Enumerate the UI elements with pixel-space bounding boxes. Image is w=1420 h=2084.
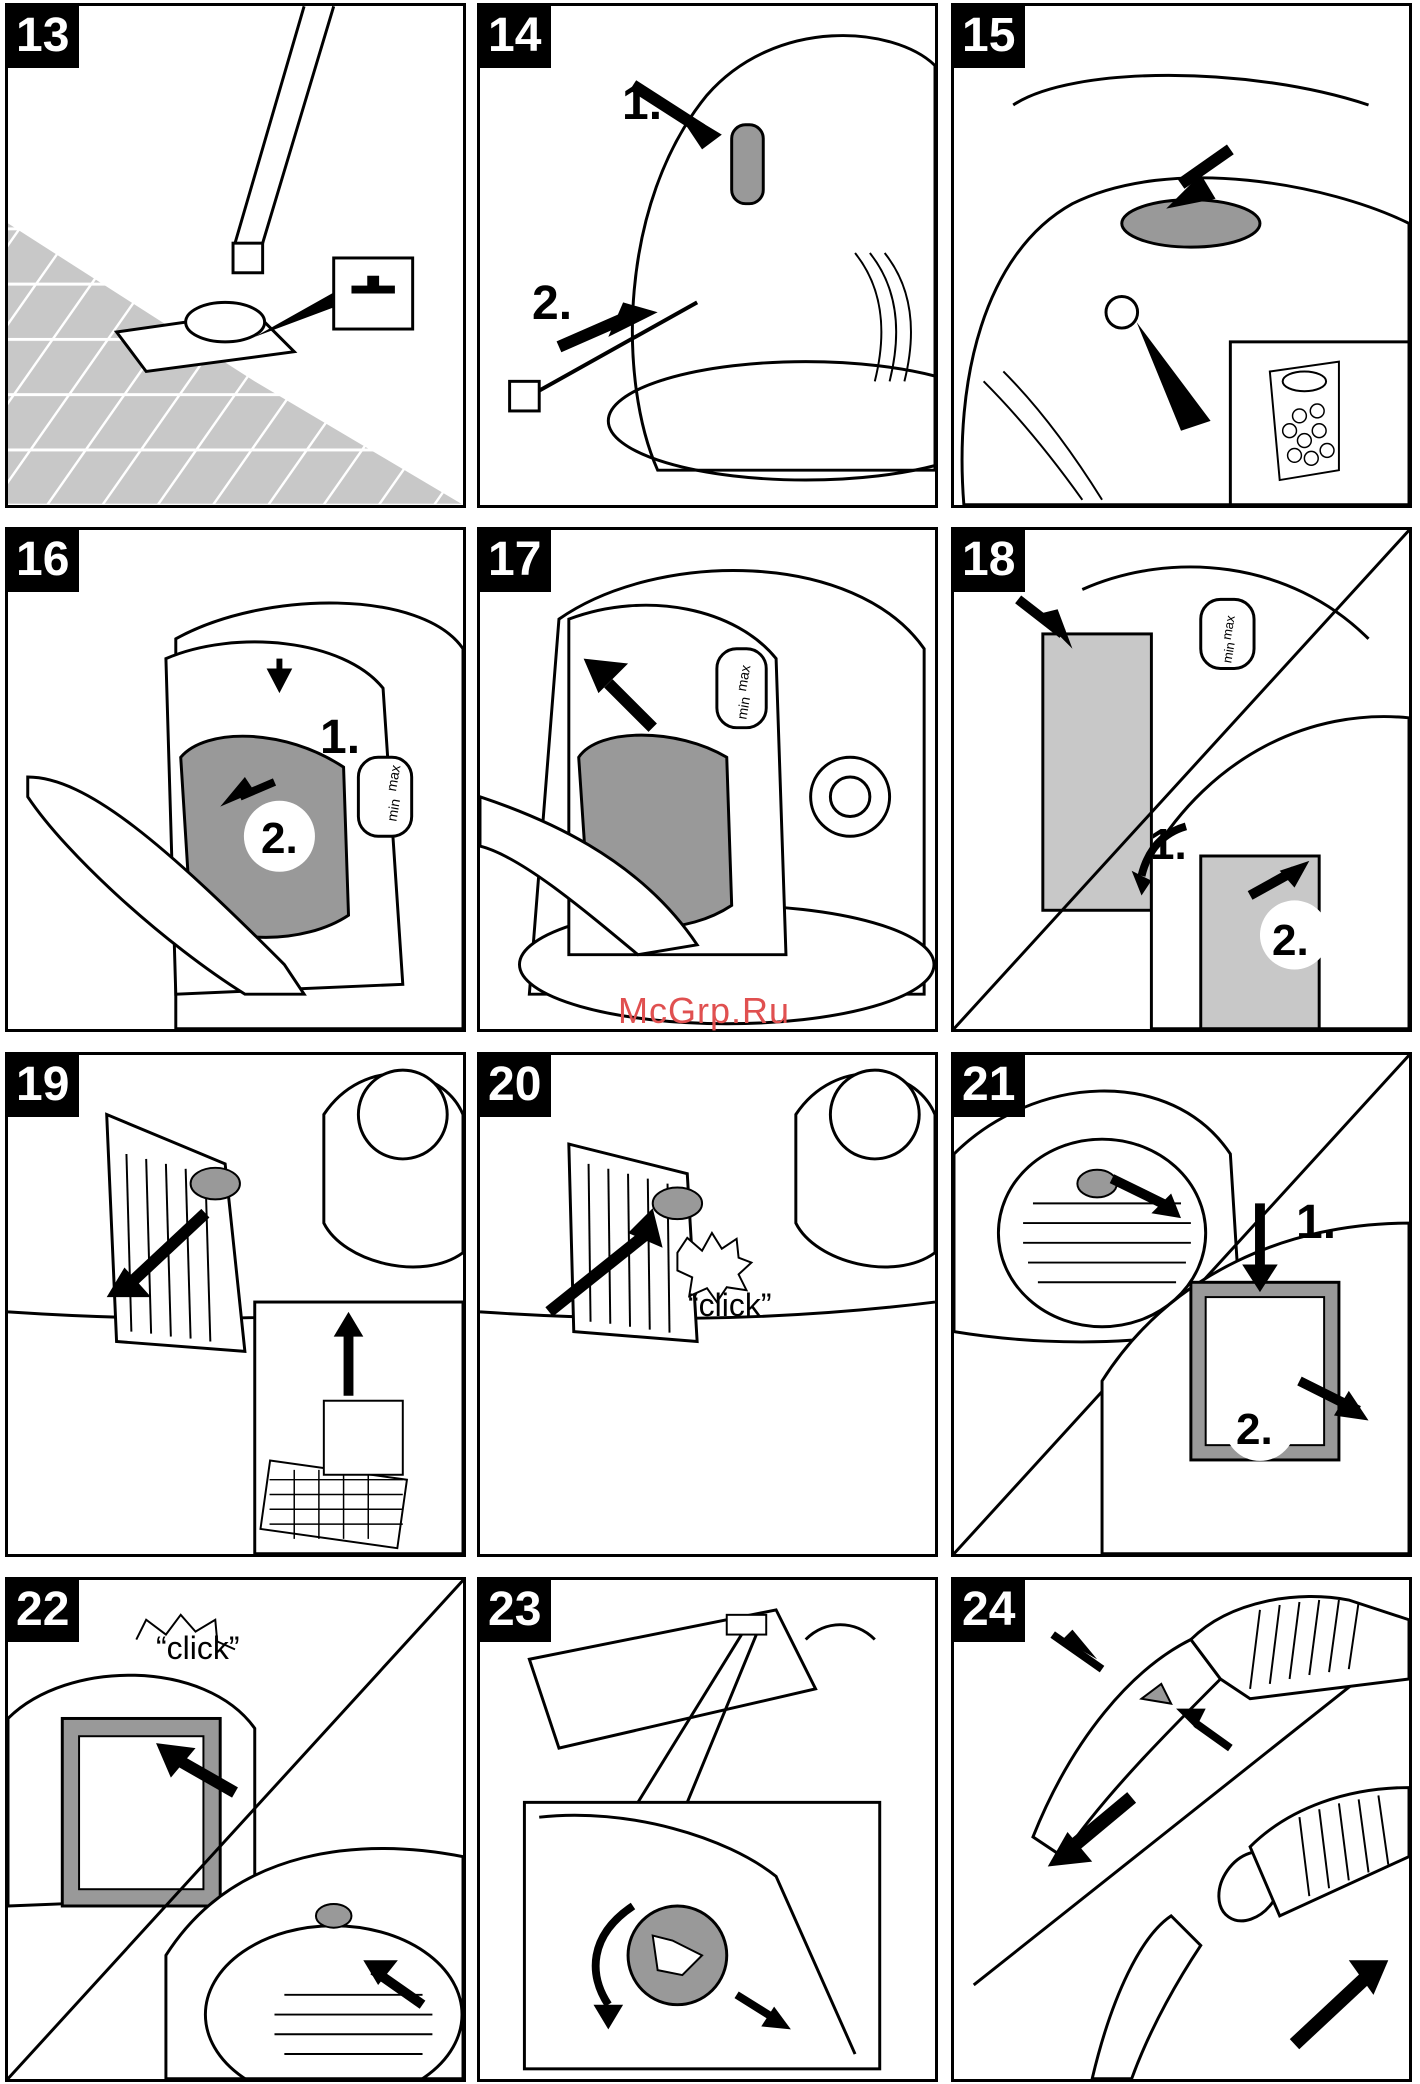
watermark: McGrp.Ru (618, 990, 790, 1032)
bag-holder-illustration (954, 530, 1409, 1029)
hose-disconnect-illustration (954, 1580, 1409, 2079)
panel-16: 16 1. 2. max min (5, 527, 466, 1032)
nozzle-roller-illustration (480, 1580, 935, 2079)
panel-19: 19 (5, 1052, 466, 1557)
insert-bag-illustration (480, 530, 935, 1029)
step-1-label: 1. (622, 76, 662, 131)
step-number: 24 (954, 1580, 1025, 1642)
panel-20: 20 “click” (477, 1052, 938, 1557)
step-number: 18 (954, 530, 1025, 592)
click-label: “click” (688, 1287, 772, 1324)
step-number: 15 (954, 6, 1025, 68)
step-number: 23 (480, 1580, 551, 1642)
step-1-label: 1. (1296, 1195, 1336, 1250)
panel-15: 15 (951, 3, 1412, 508)
step-2-label: 2. (261, 814, 298, 864)
bag-indicator-illustration (954, 6, 1409, 505)
step-number: 21 (954, 1055, 1025, 1117)
panel-24: 24 (951, 1577, 1412, 2082)
vacuum-nozzle-floor-illustration (8, 6, 463, 505)
step-2-label: 2. (1236, 1405, 1273, 1455)
remove-exhaust-filter-illustration (954, 1055, 1409, 1554)
step-2-label: 2. (1272, 916, 1309, 966)
panel-22: 22 “click” (5, 1577, 466, 2082)
panel-23: 23 (477, 1577, 938, 2082)
step-number: 14 (480, 6, 551, 68)
step-number: 22 (8, 1580, 79, 1642)
remove-motor-filter-illustration (8, 1055, 463, 1554)
step-1-label: 1. (1150, 820, 1187, 870)
step-number: 16 (8, 530, 79, 592)
vacuum-power-button-illustration (480, 6, 935, 505)
panel-13: 13 (5, 3, 466, 508)
step-1-label: 1. (320, 710, 360, 765)
panel-14: 14 1. 2. (477, 3, 938, 508)
click-label: “click” (156, 1630, 240, 1667)
step-number: 13 (8, 6, 79, 68)
step-number: 20 (480, 1055, 551, 1117)
step-number: 17 (480, 530, 551, 592)
panel-17: 17 max min (477, 527, 938, 1032)
step-2-label: 2. (532, 276, 572, 331)
panel-18: 18 1. 2. max min (951, 527, 1412, 1032)
panel-21: 21 1. 2. (951, 1052, 1412, 1557)
step-number: 19 (8, 1055, 79, 1117)
